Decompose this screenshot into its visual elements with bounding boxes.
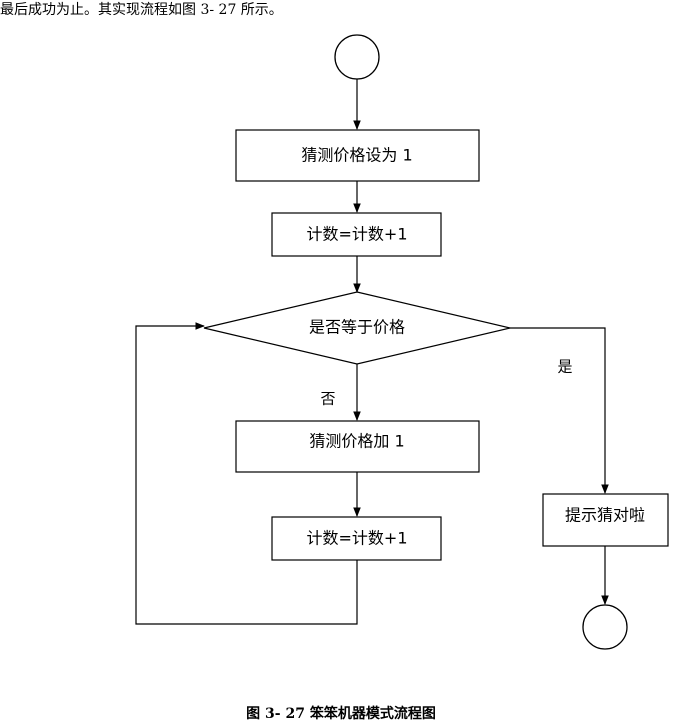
node-hint-label: 提示猜对啦 — [565, 506, 645, 525]
node-decision — [203, 291, 511, 365]
edge-decision-yes — [510, 327, 609, 494]
node-count-2 — [271, 516, 442, 561]
edge-label-no: 否 — [320, 390, 335, 408]
node-set-guess-label: 猜测价格设为 1 — [301, 146, 412, 165]
node-count-1-label: 计数=计数+1 — [307, 225, 408, 244]
edge-label-yes: 是 — [557, 358, 572, 376]
start-terminal — [334, 34, 380, 80]
node-set-guess — [235, 129, 480, 182]
node-hint — [542, 493, 669, 547]
node-decision-label: 是否等于价格 — [309, 318, 405, 337]
intro-text: 最后成功为止。其实现流程如图 3- 27 所示。 — [0, 2, 283, 18]
node-count-1 — [271, 212, 442, 257]
figure-caption: 图 3- 27 笨笨机器模式流程图 — [246, 706, 436, 722]
node-guess-add-label: 猜测价格加 1 — [309, 432, 404, 451]
edge-loop-back — [135, 322, 358, 625]
node-guess-add — [235, 420, 480, 473]
end-terminal — [582, 604, 628, 650]
node-count-2-label: 计数=计数+1 — [307, 529, 408, 548]
